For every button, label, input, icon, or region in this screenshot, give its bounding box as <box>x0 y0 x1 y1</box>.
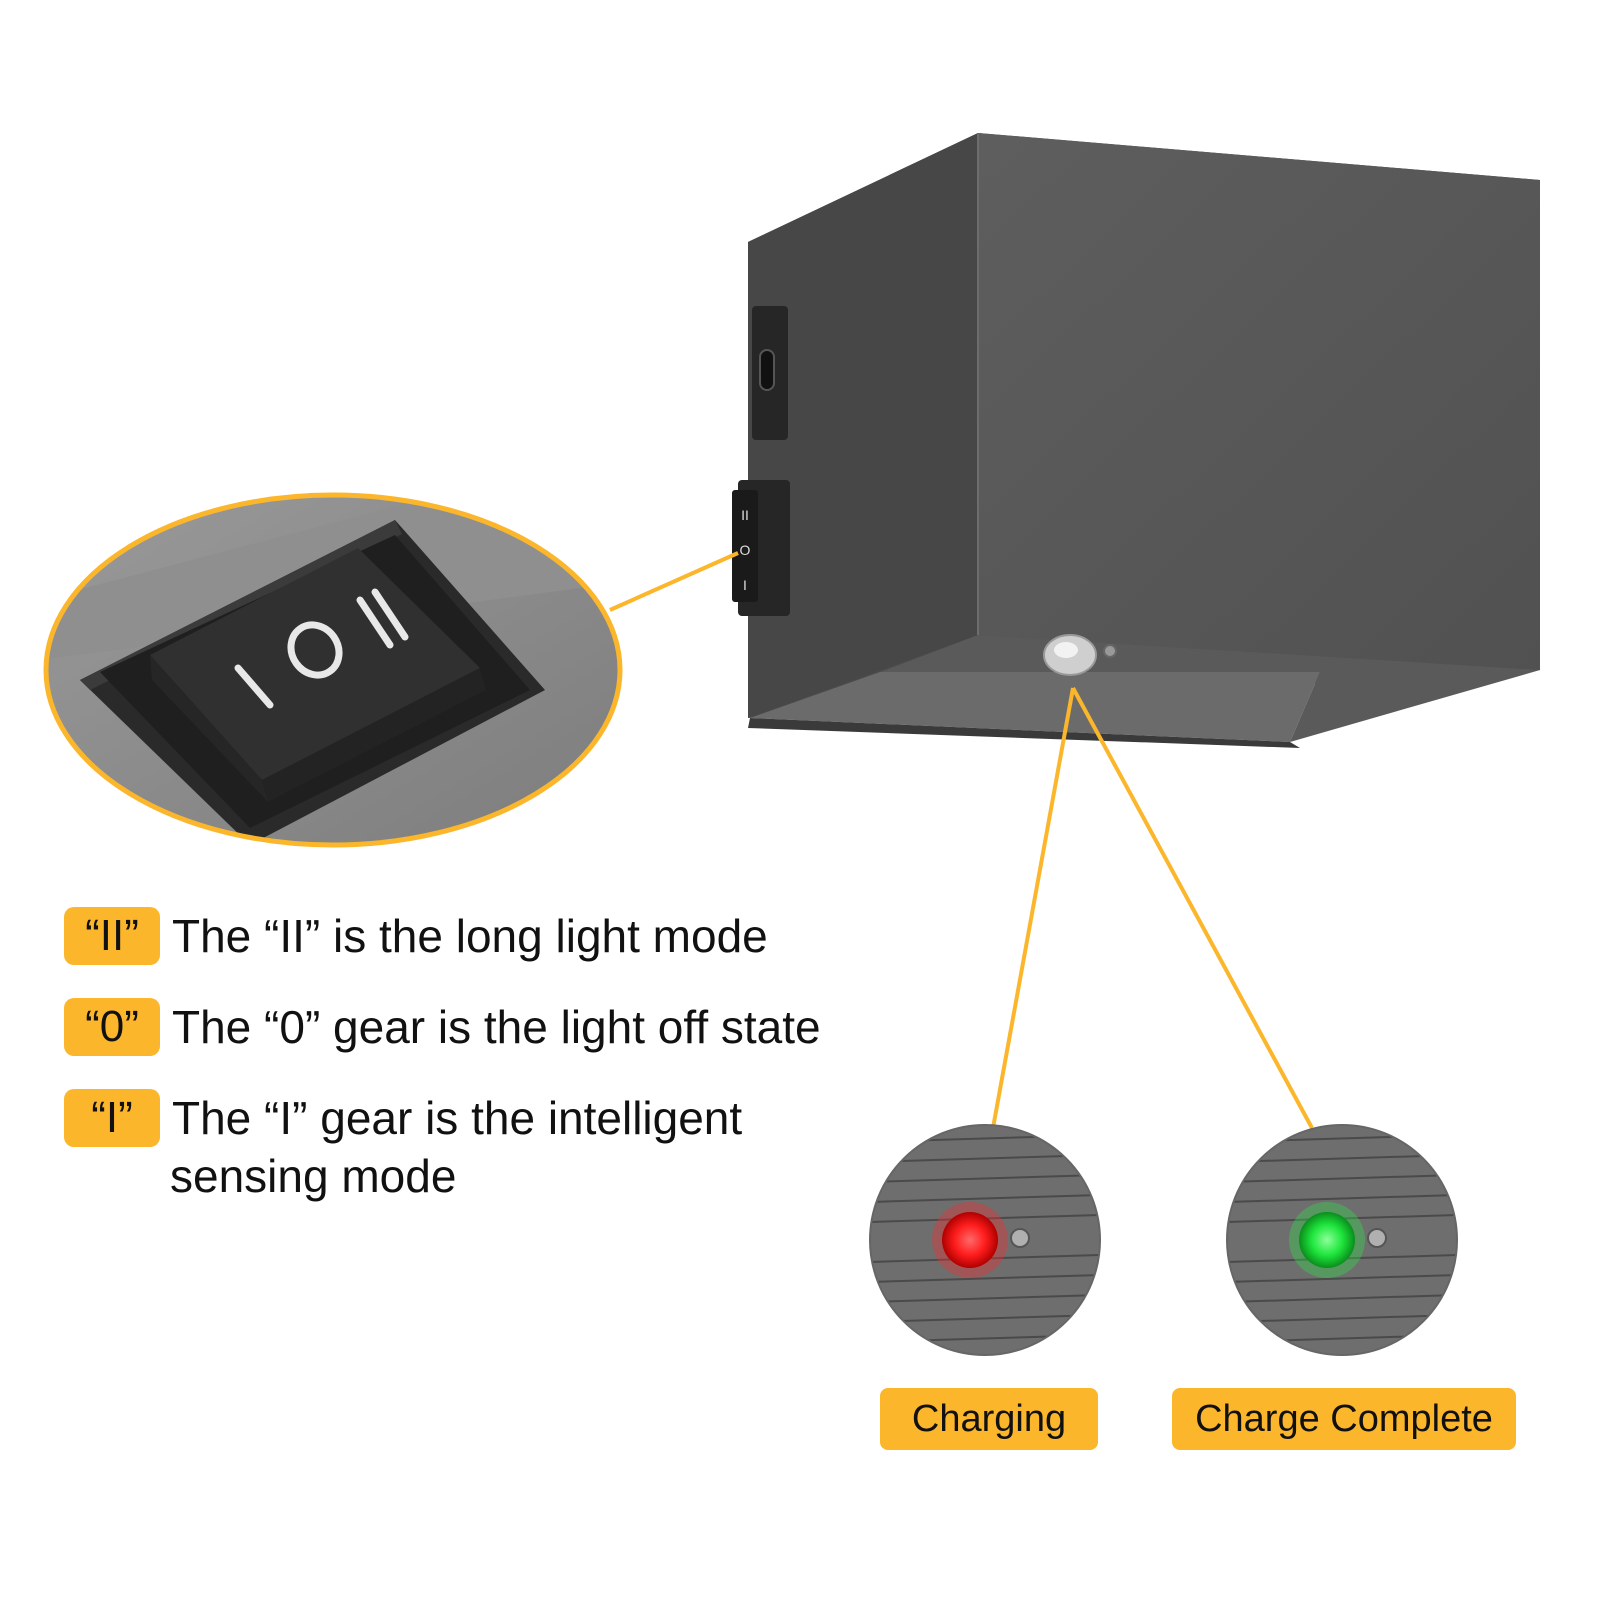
charge-complete-label: Charge Complete <box>1172 1388 1516 1450</box>
mode-badge: “I” <box>64 1089 160 1147</box>
charging-label: Charging <box>880 1388 1098 1450</box>
mode-badge: “0” <box>64 998 160 1056</box>
mode-legend-off: “0” The “0” gear is the light off state <box>64 998 821 1056</box>
charging-indicator-zoom <box>869 1124 1101 1356</box>
mode-description: The “II” is the long light mode <box>172 910 768 962</box>
complete-led <box>1299 1212 1355 1268</box>
switch-label-zero: O <box>740 542 751 558</box>
mode-description: The “I” gear is the intelligent sensing … <box>170 1089 743 1205</box>
complete-indicator-zoom <box>1226 1124 1458 1356</box>
mode-badge: “II” <box>64 907 160 965</box>
mode-description-line: sensing mode <box>170 1150 457 1202</box>
mode-description-line: The “I” gear is the intelligent <box>172 1092 743 1144</box>
switch-label-one: I <box>743 577 747 593</box>
usb-port-panel <box>752 306 788 440</box>
rocker-switch-small[interactable]: II O I <box>732 480 790 616</box>
switch-zoom-callout <box>43 492 623 848</box>
mode-description: The “0” gear is the light off state <box>172 1001 821 1053</box>
mode-legend-long-light: “II” The “II” is the long light mode <box>64 907 768 965</box>
switch-symbols-zoom <box>234 588 409 709</box>
callout-line-complete <box>1071 687 1314 1129</box>
charging-led <box>942 1212 998 1268</box>
sensor-lens <box>1043 634 1117 676</box>
switch-label-two: II <box>741 507 749 523</box>
callout-line-charging <box>991 687 1075 1129</box>
lamp-housing <box>748 133 1540 748</box>
mode-legend-sensing: “I” The “I” gear is the intelligent sens… <box>64 1089 742 1205</box>
callout-line-switch <box>609 551 739 612</box>
